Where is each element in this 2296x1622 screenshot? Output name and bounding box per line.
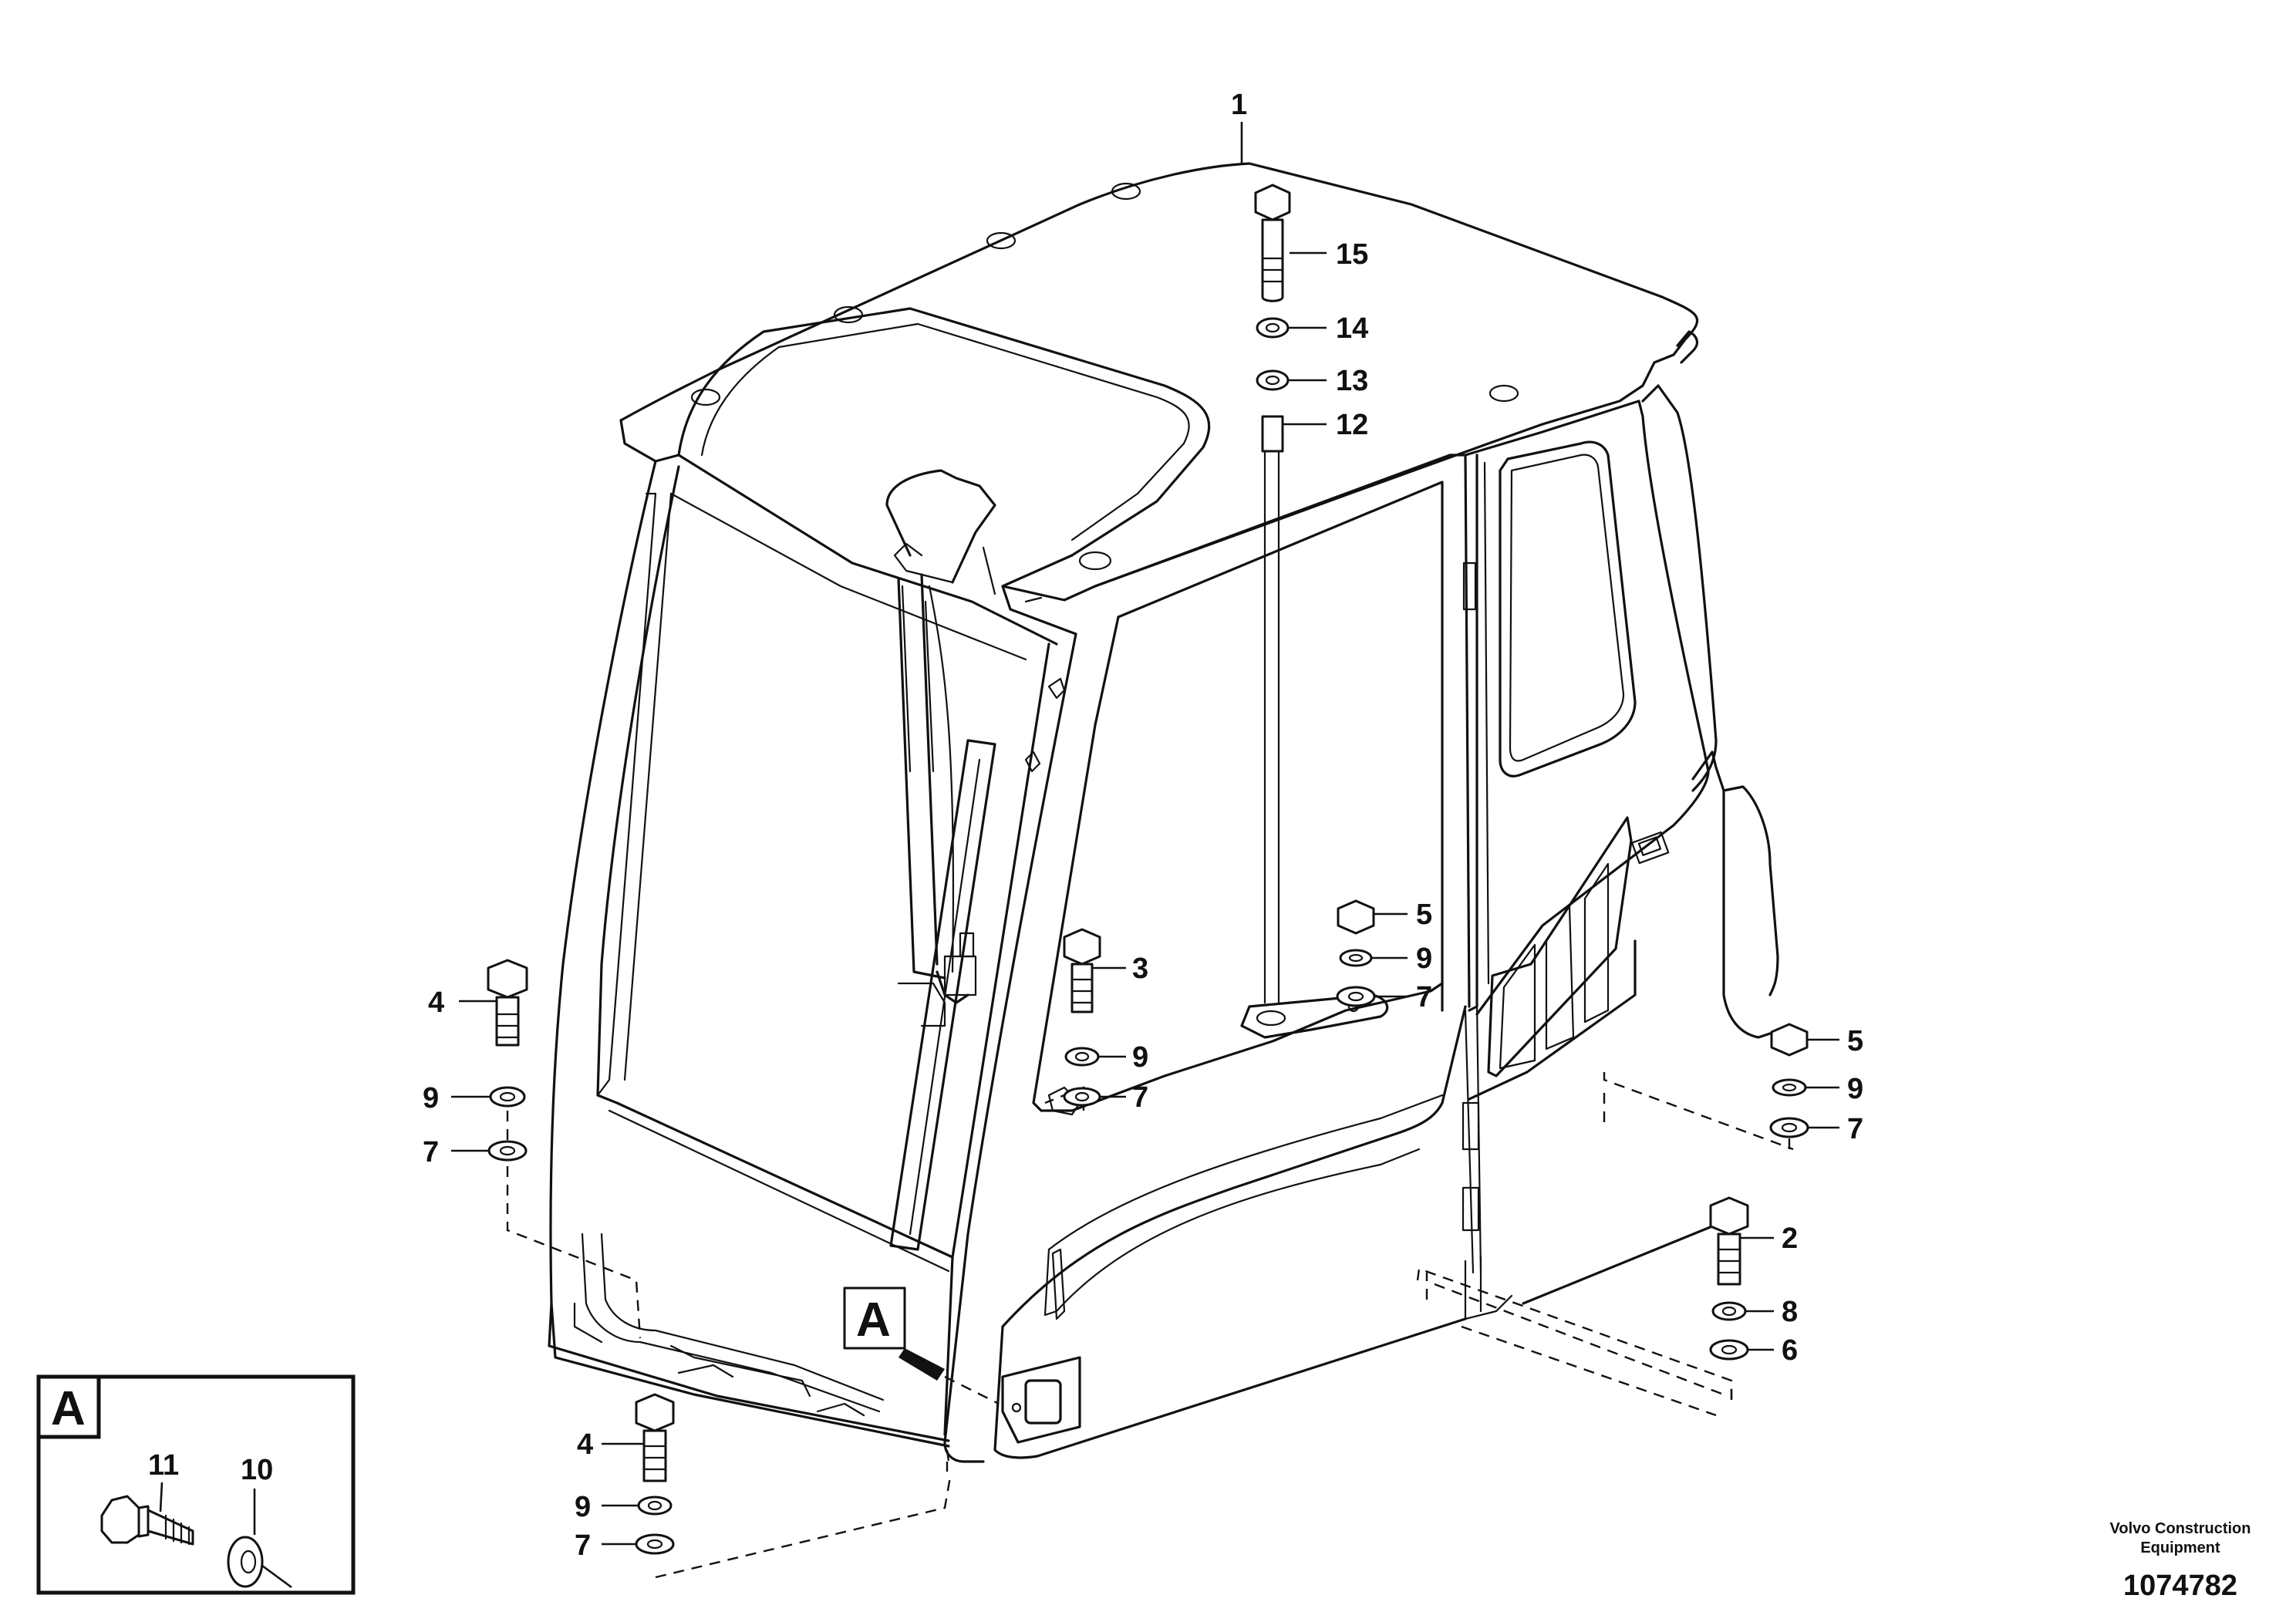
- mount-rod: [1263, 430, 1280, 1004]
- nut-5-right: [1770, 1023, 1809, 1057]
- drawing-number: 1074782: [2123, 1570, 2237, 1602]
- label-8: 8: [1782, 1296, 1798, 1328]
- fastener-bolt-4-upper: [487, 959, 528, 1047]
- fastener-bolt-3: [1063, 928, 1101, 1013]
- cab-body: [548, 162, 1779, 1463]
- label-9-left: 9: [423, 1082, 439, 1114]
- leader-lines: [451, 122, 1839, 1546]
- assembly-lines: [506, 1072, 1794, 1579]
- part-labels: 1 15 14 13 12 4 9 7 3 9 7 5 9 7 5 9 7 2 …: [423, 89, 1863, 1562]
- label-9-bolt3: 9: [1132, 1041, 1148, 1074]
- fastener-bolt-2: [1709, 1196, 1749, 1286]
- sleeve-12: [1261, 415, 1284, 453]
- label-5-center: 5: [1416, 899, 1432, 931]
- label-12: 12: [1336, 409, 1368, 441]
- label-4-lower: 4: [577, 1428, 593, 1461]
- label-1: 1: [1231, 89, 1247, 121]
- label-7-right: 7: [1847, 1113, 1863, 1145]
- nut-5-center: [1337, 899, 1375, 935]
- label-5-right: 5: [1847, 1025, 1863, 1057]
- label-9-right: 9: [1847, 1073, 1863, 1105]
- washer-14: [1256, 317, 1290, 339]
- label-7-bolt3: 7: [1132, 1081, 1148, 1114]
- label-9-lower: 9: [575, 1491, 591, 1523]
- washer-13: [1256, 369, 1290, 391]
- footer-branding: Volvo Construction Equipment 1074782: [2110, 1520, 2251, 1602]
- brand-line-1: Volvo Construction: [2110, 1520, 2251, 1537]
- label-4-upper: 4: [428, 986, 444, 1019]
- callout-a: A: [843, 1286, 1000, 1405]
- label-10: 10: [241, 1454, 273, 1486]
- label-6: 6: [1782, 1334, 1798, 1367]
- callout-a-letter: A: [856, 1293, 891, 1347]
- label-15: 15: [1336, 238, 1368, 271]
- label-7-center: 7: [1416, 981, 1432, 1013]
- label-3: 3: [1132, 953, 1148, 985]
- fastener-bolt-4-lower: [635, 1393, 675, 1482]
- label-9-center: 9: [1416, 943, 1432, 975]
- label-14: 14: [1336, 312, 1368, 345]
- brand-line-2: Equipment: [2140, 1539, 2220, 1556]
- label-13: 13: [1336, 365, 1368, 397]
- detail-inset-a: A 11 10: [36, 1374, 356, 1595]
- label-11: 11: [148, 1449, 179, 1482]
- label-7-lower: 7: [575, 1529, 591, 1562]
- inset-a-letter: A: [51, 1382, 86, 1435]
- label-7-left: 7: [423, 1136, 439, 1168]
- fastener-bolt-15: [1254, 184, 1291, 302]
- label-2: 2: [1782, 1222, 1798, 1255]
